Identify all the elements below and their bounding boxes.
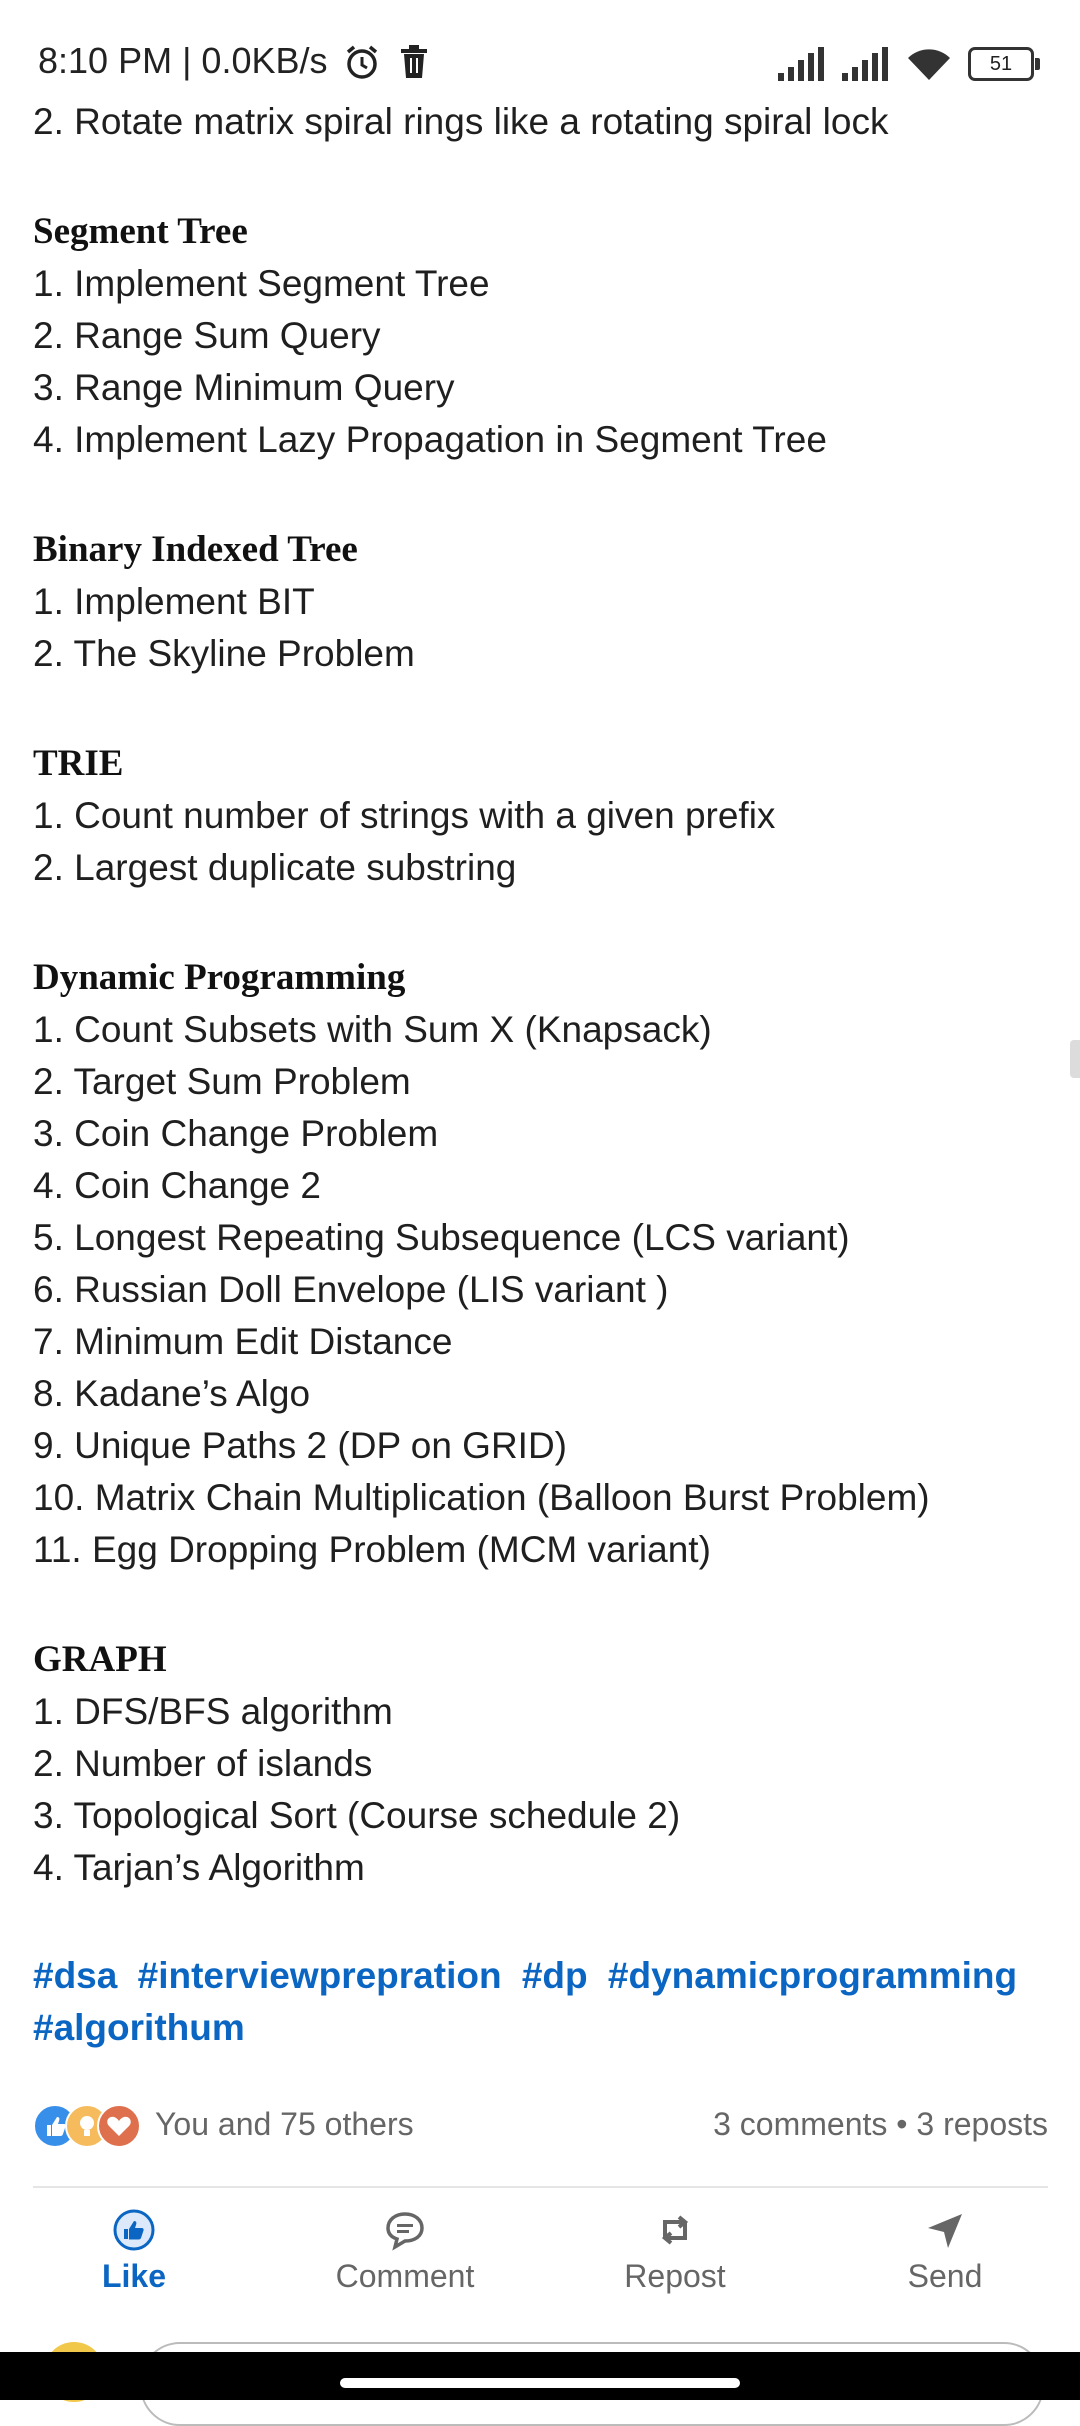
comment-label: Comment: [335, 2258, 475, 2294]
send-button[interactable]: Send: [845, 2208, 1045, 2295]
list-item: 8. Kadane’s Algo: [33, 1373, 311, 1414]
list-item: 4. Coin Change 2: [33, 1165, 321, 1206]
list-item: 2. Number of islands: [33, 1743, 373, 1784]
list-item: 11. Egg Dropping Problem (MCM variant): [33, 1529, 711, 1570]
comment-button[interactable]: Comment: [305, 2208, 505, 2295]
signal-icon: [778, 47, 824, 81]
like-label: Like: [101, 2258, 167, 2294]
repost-label: Repost: [624, 2258, 726, 2294]
like-icon: [113, 2209, 155, 2251]
hashtag-link[interactable]: #interviewprepration: [137, 1955, 502, 1996]
hashtag-link[interactable]: #dsa: [33, 1955, 118, 1996]
comments-reposts-count[interactable]: 3 comments • 3 reposts: [713, 2106, 1048, 2142]
comment-icon: [386, 2212, 424, 2251]
alarm-icon: [346, 45, 378, 79]
reactions-text[interactable]: You and 75 others: [155, 2106, 414, 2142]
list-item: 7. Minimum Edit Distance: [33, 1321, 453, 1362]
wifi-icon: [908, 49, 950, 80]
send-icon: [928, 2214, 962, 2248]
scrollbar[interactable]: [1070, 1040, 1080, 1078]
hashtags: #dsa #interviewprepration #dp #dynamicpr…: [33, 1950, 1053, 2054]
list-item: 1. Count Subsets with Sum X (Knapsack): [33, 1009, 712, 1050]
system-nav-bar: [0, 2352, 1080, 2400]
section-heading: Dynamic Programming: [33, 957, 406, 998]
section-heading: TRIE: [33, 743, 124, 784]
like-button[interactable]: Like: [34, 2208, 234, 2295]
list-item: 10. Matrix Chain Multiplication (Balloon…: [33, 1477, 930, 1518]
list-item: 4. Tarjan’s Algorithm: [33, 1847, 365, 1888]
list-item: 2. Target Sum Problem: [33, 1061, 411, 1102]
social-counts-row: You and 75 others 3 comments • 3 reposts: [33, 2100, 1048, 2150]
section-heading: Binary Indexed Tree: [33, 529, 358, 570]
send-label: Send: [907, 2258, 983, 2294]
list-item: 3. Range Minimum Query: [33, 367, 455, 408]
list-item: 1. Implement Segment Tree: [33, 263, 490, 304]
list-item: 6. Russian Doll Envelope (LIS variant ): [33, 1269, 669, 1310]
status-time: 8:10 PM | 0.0KB/s: [38, 40, 328, 81]
post-body: 2. Rotate matrix spiral rings like a rot…: [33, 96, 1053, 1894]
section-heading: GRAPH: [33, 1639, 167, 1680]
battery-icon: 51: [968, 47, 1040, 81]
list-item: 1. Implement BIT: [33, 581, 315, 622]
home-gesture-handle[interactable]: [340, 2378, 740, 2388]
list-item: 2. The Skyline Problem: [33, 633, 415, 674]
hashtag-link[interactable]: #dp: [521, 1955, 588, 1996]
status-bar: 8:10 PM | 0.0KB/s: [0, 0, 1080, 120]
status-icons-right: 51: [778, 44, 1040, 84]
list-item: 1. Count number of strings with a given …: [33, 795, 776, 836]
list-item: 3. Coin Change Problem: [33, 1113, 439, 1154]
hashtag-link[interactable]: #algorithum: [33, 2007, 245, 2048]
signal-icon: [842, 47, 888, 81]
repost-icon: [661, 2215, 689, 2245]
section-heading: Segment Tree: [33, 211, 248, 252]
list-item: 4. Implement Lazy Propagation in Segment…: [33, 419, 827, 460]
love-reaction-icon: [97, 2104, 141, 2148]
list-item: 9. Unique Paths 2 (DP on GRID): [33, 1425, 568, 1466]
post-action-bar: Like Comment Repost Send: [0, 2190, 1080, 2300]
list-item: 3. Topological Sort (Course schedule 2): [33, 1795, 681, 1836]
list-item: 1. DFS/BFS algorithm: [33, 1691, 393, 1732]
repost-button[interactable]: Repost: [575, 2208, 775, 2295]
reaction-icons[interactable]: [33, 2104, 143, 2148]
hashtag-link[interactable]: #dynamicprogramming: [607, 1955, 1018, 1996]
list-item: 5. Longest Repeating Subsequence (LCS va…: [33, 1217, 850, 1258]
trash-icon: [401, 45, 427, 78]
divider: [33, 2186, 1048, 2188]
list-item: 2. Largest duplicate substring: [33, 847, 517, 888]
post-text-line: 2. Rotate matrix spiral rings like a rot…: [33, 101, 889, 142]
list-item: 2. Range Sum Query: [33, 315, 381, 356]
